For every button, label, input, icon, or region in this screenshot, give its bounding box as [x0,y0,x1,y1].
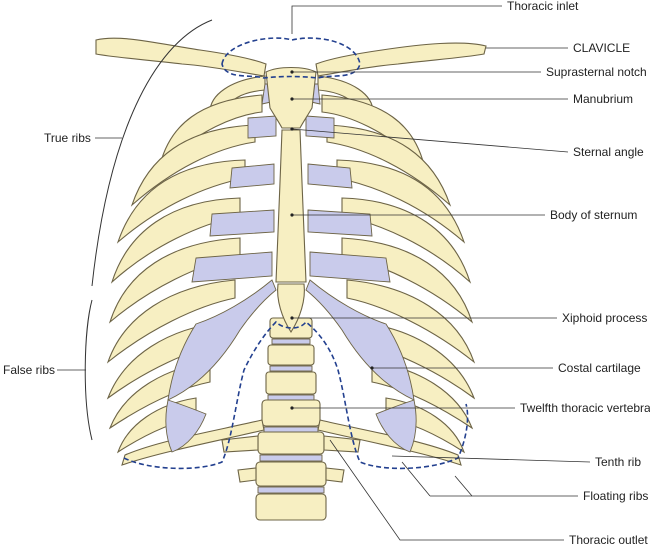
transverse-process [323,435,361,453]
dot [290,406,294,410]
true-ribs-brace [91,19,213,287]
dot [290,316,294,320]
intervertebral-disc [263,426,319,433]
transverse-process [221,435,259,453]
costal-cartilage [309,251,391,283]
rib-3-right [326,124,452,207]
lumbar-vertebra [255,461,327,487]
leader-floating-ribs-a [401,461,431,497]
intervertebral-disc [271,338,311,345]
label-dots [290,70,374,410]
label-thoracic-outlet: Thoracic outlet [569,533,648,547]
label-true-ribs: True ribs [44,131,91,145]
manubrium [265,66,317,129]
intervertebral-disc [259,454,323,462]
xiphoid-process [277,283,305,334]
dot [290,127,294,131]
floating-rib-right [317,419,462,466]
costal-cartilage [307,163,353,189]
leader-floating-ribs-b [454,475,473,497]
costal-cartilage [191,251,273,283]
rib-5-right [341,197,472,284]
body-of-sternum [275,129,307,283]
leader-thoracic-inlet [291,5,502,34]
label-costal-cartilage: Costal cartilage [558,361,641,375]
vertebra [267,344,315,366]
label-clavicle: CLAVICLE [573,41,630,55]
label-body-of-sternum: Body of sternum [550,208,637,222]
intervertebral-disc [267,394,315,401]
dot [290,213,294,217]
rib-5-left [110,197,241,284]
sternum [265,66,317,334]
clavicle-left [95,37,267,77]
floating-rib-left [121,419,265,466]
clavicle [315,42,487,77]
leader-lines [57,5,591,541]
twelfth-thoracic-vertebra [261,399,321,427]
costal-cartilage [305,115,335,139]
costal-cartilage [375,399,417,453]
costal-cartilage [247,115,277,139]
lumbar-vertebra [255,493,327,521]
leader-tenth-rib [391,455,591,463]
thoracic-outlet-outline [123,320,469,470]
vertebral-column [221,317,361,521]
label-suprasternal-notch: Suprasternal notch [546,65,647,79]
costal-cartilage [165,399,207,453]
costal-cartilages [165,83,417,453]
dot [290,97,294,101]
intervertebral-disc [269,365,313,372]
rib-4-right [336,159,466,244]
false-ribs-brace [84,299,93,441]
dot [370,366,374,370]
rib-7-left [106,279,236,364]
vertebra [265,371,317,395]
dot [290,70,294,74]
rib-7-right [346,279,476,364]
leader-sternal-angle [291,128,569,153]
floating-ribs [121,419,462,466]
label-xiphoid-process: Xiphoid process [562,311,647,325]
costal-cartilage [209,209,275,237]
rib-4-left [116,159,246,244]
label-floating-ribs: Floating ribs [583,489,648,503]
leader-thoracic-outlet [329,439,564,541]
label-manubrium: Manubrium [573,92,633,106]
costal-cartilage [229,163,275,189]
label-thoracic-inlet: Thoracic inlet [507,0,579,13]
labels: Thoracic inlet CLAVICLE Suprasternal not… [3,0,650,547]
label-sternal-angle: Sternal angle [573,145,644,159]
transverse-process [325,467,345,483]
transverse-process [237,467,257,483]
intervertebral-disc [257,486,325,494]
label-false-ribs: False ribs [3,363,55,377]
costal-cartilage [307,209,373,237]
label-twelfth-thoracic-vertebra: Twelfth thoracic vertebra [520,401,650,415]
label-tenth-rib: Tenth rib [595,455,641,469]
lumbar-vertebra [257,431,325,455]
rib-3-left [130,124,256,207]
